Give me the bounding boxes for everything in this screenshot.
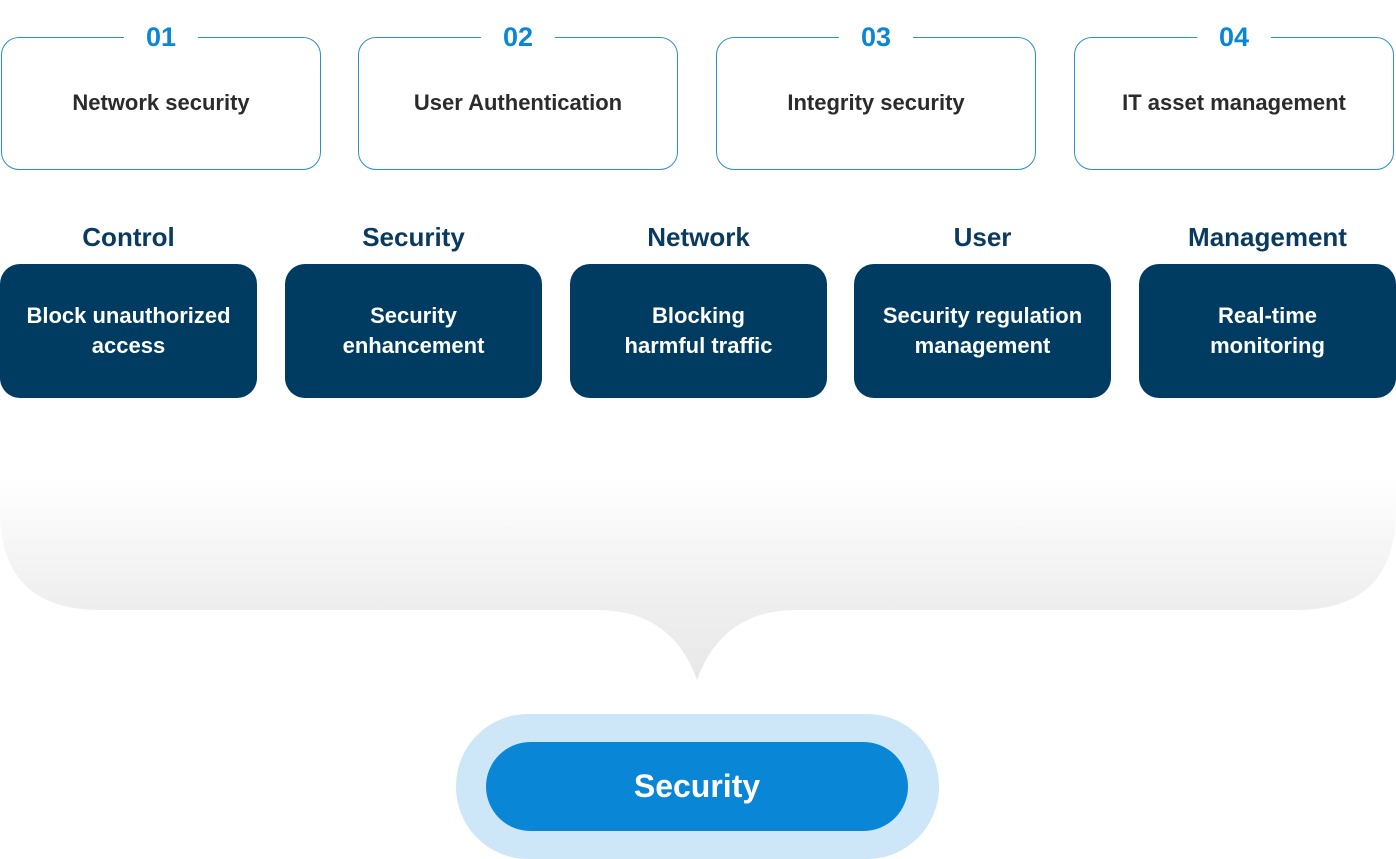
top-card-number: 03 <box>838 18 914 56</box>
top-card-label: IT asset management <box>1122 90 1346 115</box>
feature-box-security: Security enhancement <box>285 264 542 398</box>
feature-box-network: Blocking harmful traffic <box>570 264 827 398</box>
top-card-label: Network security <box>72 90 250 115</box>
feature-box-text: Real-time monitoring <box>1210 303 1325 358</box>
feature-box-user: Security regulation management <box>854 264 1111 398</box>
top-card-4: 04 IT asset management <box>1074 18 1394 170</box>
result-label: Security <box>633 768 761 804</box>
result-pill: Security <box>486 742 908 831</box>
feature-box-text: Blocking harmful traffic <box>624 303 773 358</box>
feature-box-text: Block unauthorized access <box>26 303 231 358</box>
top-card-number: 04 <box>1196 18 1272 56</box>
top-card-3: 03 Integrity security <box>716 18 1036 170</box>
category-heading-network: Network <box>647 222 750 252</box>
top-card-2: 02 User Authentication <box>358 18 678 170</box>
category-heading-management: Management <box>1188 222 1347 252</box>
top-card-label: User Authentication <box>413 90 623 115</box>
top-card-number: 02 <box>480 18 556 56</box>
funnel-bracket-shape <box>0 410 1396 680</box>
category-heading-control: Control <box>82 222 175 252</box>
top-card-1: 01 Network security <box>1 18 321 170</box>
category-heading-user: User <box>953 222 1012 252</box>
category-heading-security: Security <box>362 222 465 252</box>
feature-box-management: Real-time monitoring <box>1139 264 1396 398</box>
top-card-label: Integrity security <box>787 90 965 115</box>
feature-box-text: Security enhancement <box>342 303 485 358</box>
feature-box-control: Block unauthorized access <box>0 264 257 398</box>
feature-box-text: Security regulation management <box>882 303 1083 358</box>
top-card-number: 01 <box>123 18 199 56</box>
